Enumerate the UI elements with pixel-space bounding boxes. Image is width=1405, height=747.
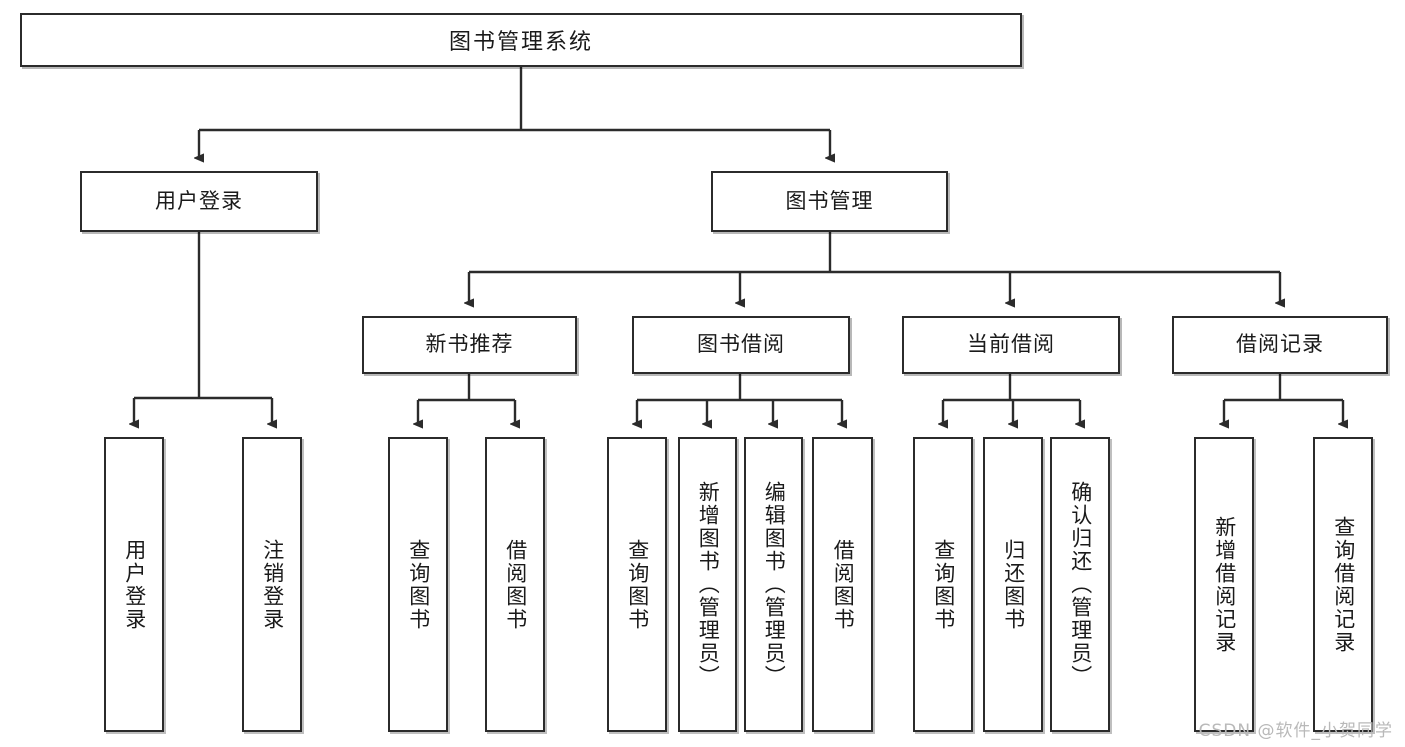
leaf-label: 编辑图书（管理员） <box>762 481 787 688</box>
leaf-add-book-admin[interactable]: 新增图书（管理员） <box>678 437 737 732</box>
leaf-label: 新增借阅记录 <box>1212 515 1237 654</box>
leaf-logout[interactable]: 注销登录 <box>242 437 302 732</box>
leaf-label: 归还图书 <box>1001 538 1026 631</box>
node-new-book-recommend[interactable]: 新书推荐 <box>362 316 577 374</box>
leaf-label: 确认归还（管理员） <box>1068 481 1093 688</box>
node-root[interactable]: 图书管理系统 <box>20 13 1022 67</box>
leaf-query-book-borrow[interactable]: 查询图书 <box>607 437 667 732</box>
leaf-query-book-recommend[interactable]: 查询图书 <box>388 437 448 732</box>
node-user-login[interactable]: 用户登录 <box>80 171 318 232</box>
leaf-borrow-book[interactable]: 借阅图书 <box>812 437 873 732</box>
leaf-query-borrow-record[interactable]: 查询借阅记录 <box>1313 437 1373 732</box>
leaf-borrow-book-recommend[interactable]: 借阅图书 <box>485 437 545 732</box>
node-book-borrow[interactable]: 图书借阅 <box>632 316 850 374</box>
leaf-return-book[interactable]: 归还图书 <box>983 437 1043 732</box>
leaf-label: 查询图书 <box>406 538 431 631</box>
leaf-label: 新增图书（管理员） <box>696 481 721 688</box>
leaf-query-book-current[interactable]: 查询图书 <box>913 437 973 732</box>
leaf-edit-book-admin[interactable]: 编辑图书（管理员） <box>744 437 803 732</box>
leaf-label: 查询借阅记录 <box>1331 515 1356 654</box>
leaf-user-login[interactable]: 用户登录 <box>104 437 164 732</box>
leaf-label: 借阅图书 <box>503 538 528 631</box>
node-current-borrow[interactable]: 当前借阅 <box>902 316 1120 374</box>
leaf-confirm-return-admin[interactable]: 确认归还（管理员） <box>1050 437 1110 732</box>
leaf-label: 查询图书 <box>625 538 650 631</box>
node-book-management[interactable]: 图书管理 <box>711 171 948 232</box>
leaf-label: 用户登录 <box>122 538 147 631</box>
leaf-add-borrow-record[interactable]: 新增借阅记录 <box>1194 437 1254 732</box>
leaf-label: 查询图书 <box>931 538 956 631</box>
leaf-label: 借阅图书 <box>831 538 856 631</box>
watermark: CSDN @软件_小贺同学 <box>1198 721 1393 741</box>
leaf-label: 注销登录 <box>260 538 285 631</box>
node-borrow-records[interactable]: 借阅记录 <box>1172 316 1388 374</box>
